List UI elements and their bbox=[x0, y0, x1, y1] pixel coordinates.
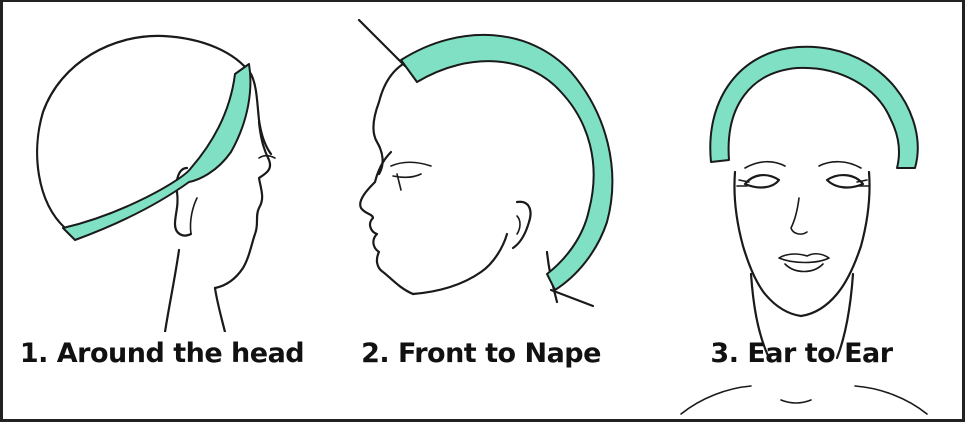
measurement-band bbox=[401, 35, 612, 290]
caption-ear-to-ear: 3. Ear to Ear bbox=[641, 338, 962, 369]
head-side-view-illustration bbox=[321, 2, 641, 332]
caption-front-to-nape: 2. Front to Nape bbox=[321, 338, 641, 369]
panel-around-the-head: 1. Around the head bbox=[0, 0, 323, 422]
measurement-band bbox=[63, 64, 250, 240]
measurement-band bbox=[710, 47, 918, 168]
panel-ear-to-ear: 3. Ear to Ear bbox=[641, 0, 965, 422]
head-back-view-illustration bbox=[3, 2, 323, 332]
caption-around-the-head: 1. Around the head bbox=[3, 338, 321, 369]
panel-front-to-nape: 2. Front to Nape bbox=[321, 0, 643, 422]
